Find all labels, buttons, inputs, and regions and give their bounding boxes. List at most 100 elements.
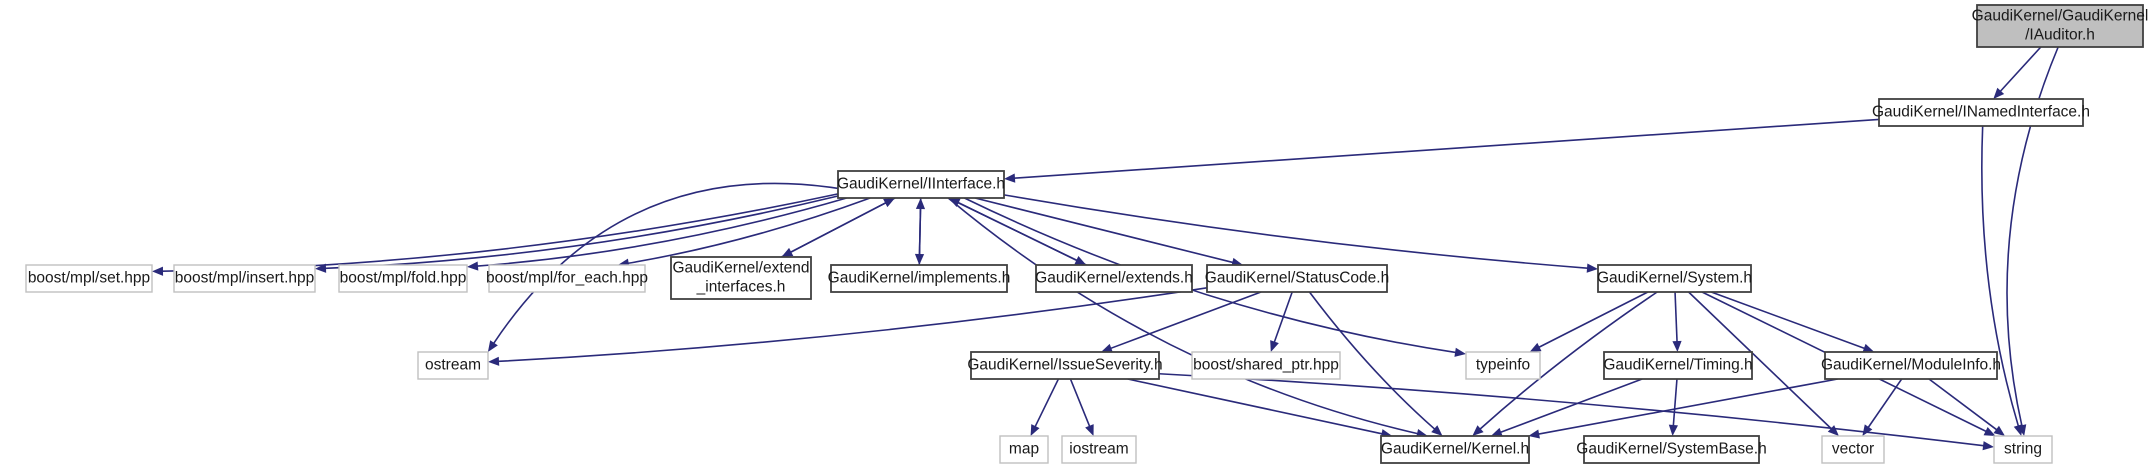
node-iauditor[interactable]: GaudiKernel/GaudiKernel/IAuditor.h xyxy=(1972,4,2149,48)
node-box-iauditor[interactable] xyxy=(1976,4,2144,48)
node-label-mpl_fold: boost/mpl/fold.hpp xyxy=(340,270,467,287)
node-box-mpl_insert[interactable] xyxy=(173,264,316,293)
node-label-vector: vector xyxy=(1832,441,1874,458)
node-system[interactable]: GaudiKernel/System.h xyxy=(1597,264,1752,293)
node-box-extends[interactable] xyxy=(1035,264,1193,293)
edge-arrowhead xyxy=(1993,425,2005,436)
node-box-statuscode[interactable] xyxy=(1206,264,1388,293)
edge-arrowhead xyxy=(883,198,896,208)
edge-moduleinfo-to-kernel xyxy=(1538,378,1838,435)
node-label-systembase: GaudiKernel/SystemBase.h xyxy=(1576,441,1766,458)
edge-arrowhead xyxy=(1983,427,1996,436)
node-map[interactable]: map xyxy=(999,435,1049,464)
node-box-system[interactable] xyxy=(1597,264,1752,293)
edge-arrowhead xyxy=(467,261,479,271)
edge-layer xyxy=(152,46,2059,451)
node-box-moduleinfo[interactable] xyxy=(1824,351,1998,380)
node-iostream[interactable]: iostream xyxy=(1061,435,1137,464)
edge-arrowhead xyxy=(1270,340,1279,352)
node-box-string[interactable] xyxy=(1993,435,2053,464)
edge-statuscode-to-shared_ptr xyxy=(1273,291,1293,343)
edge-arrowhead xyxy=(1101,343,1113,353)
node-box-vector[interactable] xyxy=(1821,435,1885,464)
node-label-moduleinfo: GaudiKernel/ModuleInfo.h xyxy=(1821,357,2001,374)
node-box-mpl_fold[interactable] xyxy=(338,264,468,293)
edge-arrowhead xyxy=(487,340,498,352)
node-box-issueseverity[interactable] xyxy=(970,351,1160,380)
edge-extends-to-iinterface xyxy=(957,201,1087,266)
node-box-mpl_set[interactable] xyxy=(25,264,153,293)
edge-moduleinfo-to-string xyxy=(1928,378,1998,431)
edge-arrowhead xyxy=(2013,424,2023,436)
node-mpl_fold[interactable]: boost/mpl/fold.hpp xyxy=(338,264,468,293)
edge-arrowhead xyxy=(1586,263,1598,273)
edge-iauditor-to-inamedinterface xyxy=(1999,46,2042,92)
node-label-iinterface: GaudiKernel/IInterface.h xyxy=(837,176,1005,193)
node-statuscode[interactable]: GaudiKernel/StatusCode.h xyxy=(1205,264,1389,293)
edge-system-to-timing xyxy=(1674,291,1678,342)
node-label-typeinfo: typeinfo xyxy=(1476,357,1530,374)
node-systembase[interactable]: GaudiKernel/SystemBase.h xyxy=(1576,435,1767,464)
node-box-kernel[interactable] xyxy=(1380,435,1530,464)
edge-arrowhead xyxy=(315,263,327,273)
node-box-inamedinterface[interactable] xyxy=(1878,98,2084,127)
node-box-typeinfo[interactable] xyxy=(1465,351,1541,380)
edge-arrowhead xyxy=(488,356,500,366)
node-label-string: string xyxy=(2004,441,2042,458)
node-ostream[interactable]: ostream xyxy=(417,351,489,380)
node-moduleinfo[interactable]: GaudiKernel/ModuleInfo.h xyxy=(1821,351,2001,380)
edge-iinterface-to-typeinfo xyxy=(964,197,1456,354)
edge-timing-to-systembase xyxy=(1672,378,1678,426)
node-iinterface[interactable]: GaudiKernel/IInterface.h xyxy=(837,170,1005,199)
node-box-mpl_for_each[interactable] xyxy=(488,264,646,293)
node-box-iostream[interactable] xyxy=(1061,435,1137,464)
edge-statuscode-to-issueseverity xyxy=(1110,291,1262,350)
node-box-timing[interactable] xyxy=(1603,351,1753,380)
edge-system-to-vector xyxy=(1688,291,1832,430)
node-box-map[interactable] xyxy=(999,435,1049,464)
edge-issueseverity-to-kernel xyxy=(1127,378,1383,435)
node-string[interactable]: string xyxy=(1993,435,2053,464)
node-typeinfo[interactable]: typeinfo xyxy=(1465,351,1541,380)
edge-statuscode-to-kernel xyxy=(1308,291,1436,430)
edge-implements-to-iinterface xyxy=(918,208,922,266)
node-inamedinterface[interactable]: GaudiKernel/INamedInterface.h xyxy=(1872,98,2090,127)
edge-arrowhead xyxy=(1528,429,1540,439)
node-implements[interactable]: GaudiKernel/implements.h xyxy=(828,264,1011,293)
edge-arrowhead xyxy=(1827,425,1839,436)
edge-arrowhead xyxy=(1431,425,1443,436)
node-extend_if[interactable]: GaudiKernel/extend_interfaces.h xyxy=(670,256,812,300)
node-mpl_insert[interactable]: boost/mpl/insert.hpp xyxy=(173,264,316,293)
node-box-iinterface[interactable] xyxy=(837,170,1005,199)
edge-arrowhead xyxy=(1490,427,1503,437)
edge-arrowhead xyxy=(915,198,926,210)
edge-issueseverity-to-string xyxy=(1158,372,1984,447)
node-mpl_for_each[interactable]: boost/mpl/for_each.hpp xyxy=(486,264,648,293)
edge-arrowhead xyxy=(1529,342,1542,352)
node-label-mpl_set: boost/mpl/set.hpp xyxy=(28,270,150,287)
node-label-extend_if: _interfaces.h xyxy=(696,279,786,296)
node-box-shared_ptr[interactable] xyxy=(1191,351,1341,380)
node-box-implements[interactable] xyxy=(830,264,1008,293)
node-kernel[interactable]: GaudiKernel/Kernel.h xyxy=(1380,435,1530,464)
node-box-extend_if[interactable] xyxy=(670,256,812,300)
edge-arrowhead xyxy=(1454,347,1466,357)
node-box-systembase[interactable] xyxy=(1583,435,1760,464)
edge-issueseverity-to-iostream xyxy=(1069,378,1091,427)
node-issueseverity[interactable]: GaudiKernel/IssueSeverity.h xyxy=(967,351,1163,380)
edge-arrowhead xyxy=(152,266,164,276)
node-shared_ptr[interactable]: boost/shared_ptr.hpp xyxy=(1191,351,1341,380)
node-vector[interactable]: vector xyxy=(1821,435,1885,464)
node-label-iauditor: GaudiKernel/GaudiKernel xyxy=(1972,8,2149,25)
edge-inamedinterface-to-string xyxy=(1981,125,2020,427)
node-label-statuscode: GaudiKernel/StatusCode.h xyxy=(1205,270,1389,287)
edge-iauditor-to-string xyxy=(2006,46,2059,426)
node-extends[interactable]: GaudiKernel/extends.h xyxy=(1035,264,1193,293)
node-box-ostream[interactable] xyxy=(417,351,489,380)
node-timing[interactable]: GaudiKernel/Timing.h xyxy=(1603,351,1753,380)
node-label-implements: GaudiKernel/implements.h xyxy=(828,270,1011,287)
edge-iinterface-to-mpl_fold xyxy=(477,197,847,267)
node-mpl_set[interactable]: boost/mpl/set.hpp xyxy=(25,264,153,293)
edge-arrowhead xyxy=(1672,340,1682,352)
